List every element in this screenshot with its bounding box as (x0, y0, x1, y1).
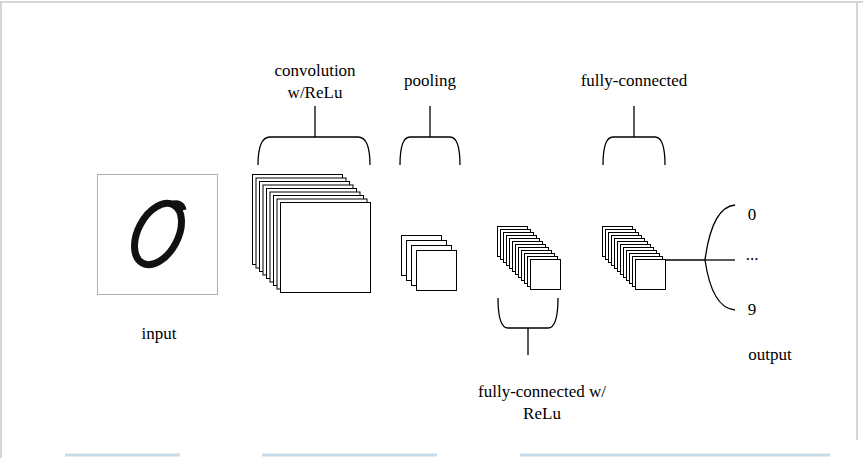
class-label: 0 (748, 204, 757, 226)
class-label: ... (746, 244, 759, 266)
feature-map (636, 260, 666, 290)
layer-stack: pooling (401, 235, 456, 290)
feature-map-stack (602, 226, 665, 288)
brackets (258, 106, 665, 355)
output-label: output (748, 344, 791, 366)
layer-label: pooling (370, 70, 490, 92)
layer-label: fully-connected (554, 70, 714, 92)
output-fork (665, 205, 735, 310)
feature-map (281, 203, 371, 293)
feature-map-stack (252, 174, 370, 292)
class-label: 9 (748, 299, 757, 321)
feature-map (417, 251, 457, 291)
layer-label: input (99, 323, 219, 345)
layer-stack: fully-connected (602, 226, 665, 288)
layer-stack: convolution w/ReLu (252, 174, 370, 292)
feature-map-stack (497, 226, 560, 288)
layer-label: convolution w/ReLu (263, 60, 367, 104)
layer-stack: fully-connected w/ ReLu (497, 226, 560, 288)
digit-image (125, 195, 191, 272)
feature-map (531, 260, 561, 290)
input-image: input (97, 174, 218, 295)
layer-label: fully-connected w/ ReLu (467, 381, 617, 425)
footer-bars (65, 454, 830, 457)
feature-map-stack (401, 235, 456, 290)
